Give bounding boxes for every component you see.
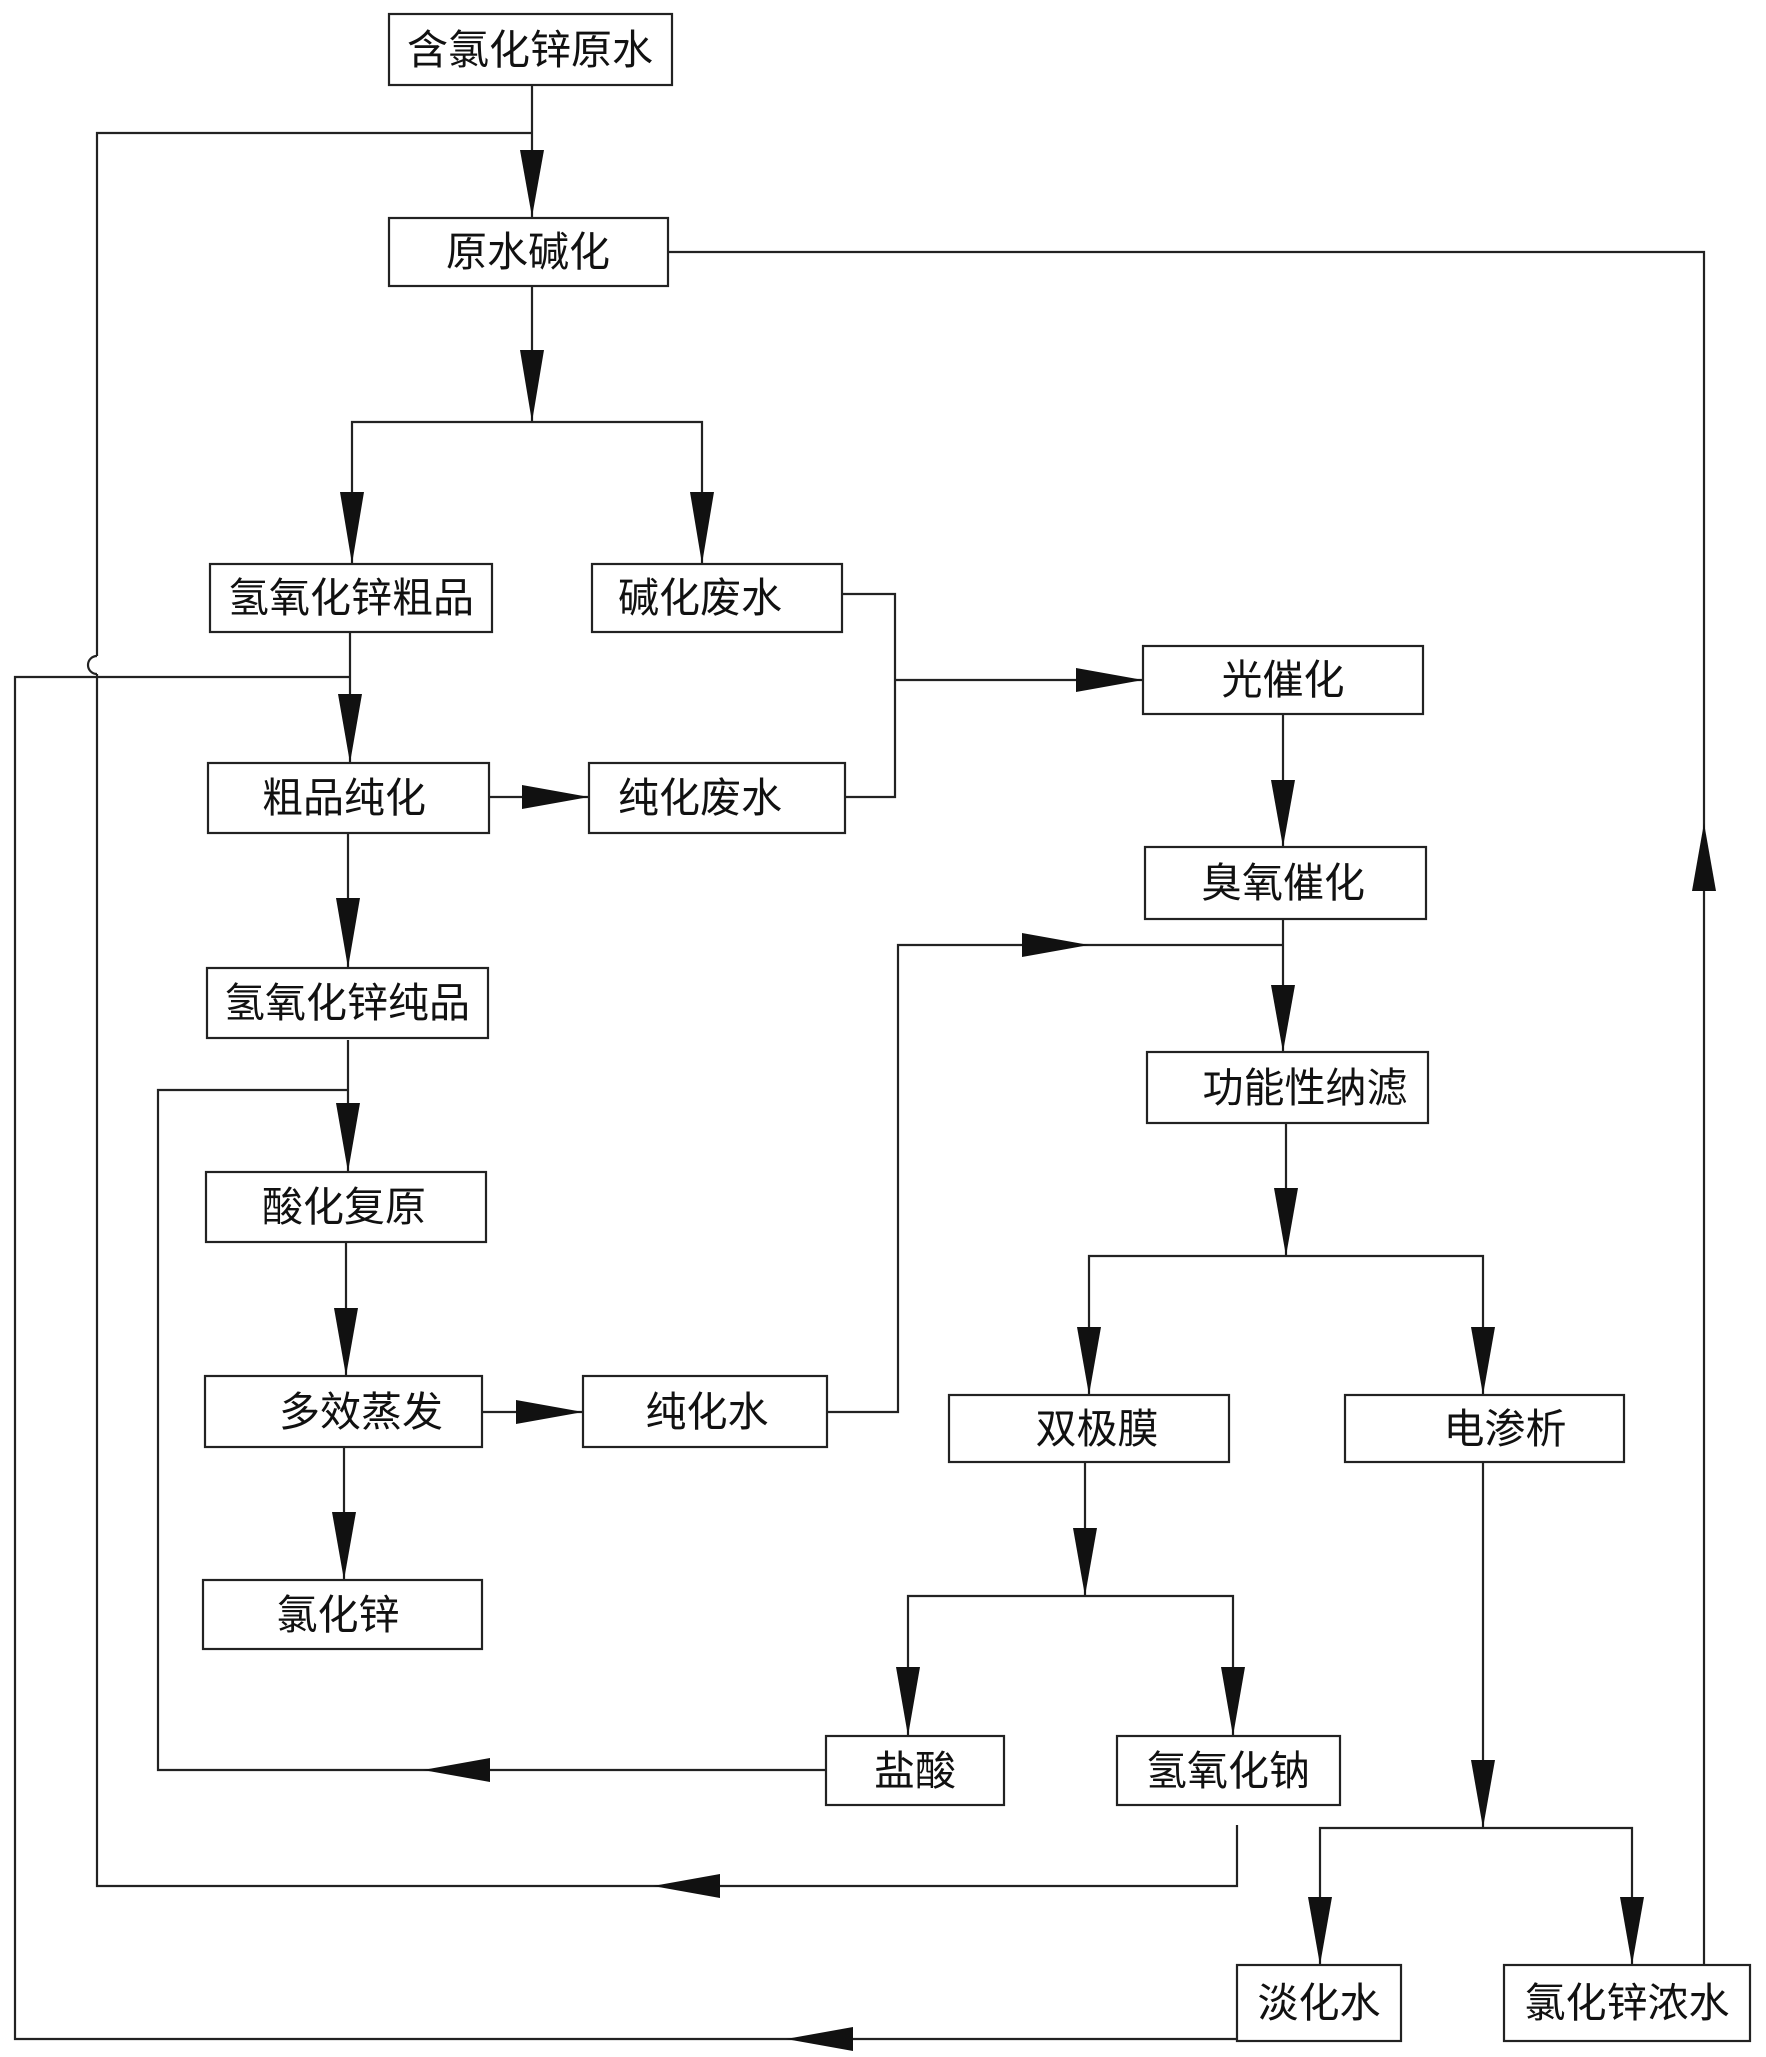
- arrow-down-to-alkalization: [520, 150, 544, 217]
- arrow-down-to-crude: [340, 492, 364, 564]
- arrow-down-to-acid: [336, 1103, 360, 1172]
- svg-text:氢氧化锌粗品: 氢氧化锌粗品: [228, 574, 474, 622]
- node-alkalization: 原水碱化: [387, 216, 670, 288]
- svg-text:原水碱化: 原水碱化: [446, 228, 610, 276]
- arrow-right-to-pure-water: [516, 1400, 583, 1424]
- node-multi-effect-evap: 多效蒸发: [203, 1374, 484, 1449]
- svg-text:碱化废水: 碱化废水: [618, 574, 782, 622]
- arrow-left-desalted-return: [786, 2027, 853, 2051]
- line-desalted-return: [13, 675, 1237, 2041]
- node-purified-water: 纯化水: [581, 1374, 829, 1449]
- arrow-down-to-nf: [1271, 985, 1295, 1052]
- node-functional-nf: 功能性纳滤: [1145, 1050, 1430, 1125]
- node-raw-water: 含氯化锌原水: [387, 12, 674, 87]
- arrow-down-to-hcl: [896, 1667, 920, 1736]
- arrow-down-to-alkali-ww: [690, 492, 714, 564]
- svg-text:双极膜: 双极膜: [1036, 1405, 1159, 1453]
- svg-text:盐酸: 盐酸: [874, 1747, 956, 1795]
- arrow-down-to-desalted: [1308, 1897, 1332, 1965]
- node-ozone-catalysis: 臭氧催化: [1143, 845, 1428, 921]
- svg-text:电渗析: 电渗析: [1444, 1405, 1567, 1453]
- svg-text:纯化废水: 纯化废水: [618, 774, 782, 822]
- node-hcl: 盐酸: [824, 1734, 1006, 1807]
- line-split-bipolar: [906, 1594, 1235, 1736]
- node-zncl-concentrate: 氯化锌浓水: [1502, 1963, 1752, 2043]
- arrow-down-bipolar-split: [1073, 1528, 1097, 1596]
- line-naoh-return: [95, 674, 1239, 1888]
- arrow-right-pure-water-line: [1022, 933, 1089, 957]
- svg-text:氢氧化钠: 氢氧化钠: [1146, 1747, 1310, 1795]
- svg-text:酸化复原: 酸化复原: [262, 1183, 426, 1231]
- node-bipolar-membrane: 双极膜: [947, 1393, 1231, 1464]
- svg-text:功能性纳滤: 功能性纳滤: [1203, 1064, 1408, 1112]
- arrow-down-to-pure: [336, 898, 360, 968]
- svg-text:光催化: 光催化: [1222, 656, 1345, 704]
- svg-text:氯化锌浓水: 氯化锌浓水: [1525, 1979, 1730, 2027]
- node-purify-wastewater: 纯化废水: [587, 761, 847, 835]
- node-electrodialysis: 电渗析: [1343, 1393, 1626, 1464]
- node-acid-reduction: 酸化复原: [204, 1170, 488, 1244]
- node-crude-purification: 粗品纯化: [206, 761, 491, 835]
- svg-text:纯化水: 纯化水: [646, 1388, 769, 1436]
- svg-text:多效蒸发: 多效蒸发: [279, 1388, 443, 1436]
- line-hcl-return: [156, 1088, 826, 1772]
- arrow-down-to-bipolar: [1077, 1327, 1101, 1395]
- svg-text:氢氧化锌纯品: 氢氧化锌纯品: [224, 979, 470, 1027]
- arrow-left-hcl-return: [423, 1758, 490, 1782]
- line-split-ed: [1318, 1826, 1634, 1965]
- arrow-left-naoh-return: [653, 1874, 720, 1898]
- line-split-alkalization: [350, 420, 704, 564]
- line-alkali-ww-out: [842, 592, 897, 799]
- node-crude-zn-oh: 氢氧化锌粗品: [208, 562, 494, 634]
- node-pure-zn-oh: 氢氧化锌纯品: [205, 966, 490, 1040]
- node-photocatalysis: 光催化: [1141, 644, 1425, 716]
- line-concentrate-return: [666, 250, 1706, 1965]
- arrow-down-nf-split: [1274, 1188, 1298, 1256]
- arrow-down-ed-split: [1471, 1760, 1495, 1828]
- arrow-right-to-purify-ww: [522, 785, 589, 809]
- node-naoh: 氢氧化钠: [1115, 1734, 1342, 1807]
- arrow-right-to-photocatalysis: [1076, 668, 1143, 692]
- arrow-down-to-zncl: [332, 1512, 356, 1580]
- svg-text:氯化锌: 氯化锌: [277, 1591, 400, 1639]
- line-split-nf: [1087, 1254, 1485, 1395]
- node-zinc-chloride: 氯化锌: [201, 1578, 484, 1651]
- arrow-down-to-ed: [1471, 1327, 1495, 1395]
- arrow-down-to-evap: [334, 1308, 358, 1376]
- arrow-down-to-concentrate: [1620, 1897, 1644, 1965]
- node-desalted-water: 淡化水: [1235, 1963, 1403, 2043]
- arrow-down-alkalization-split: [520, 350, 544, 422]
- svg-text:臭氧催化: 臭氧催化: [1201, 859, 1365, 907]
- svg-text:淡化水: 淡化水: [1258, 1979, 1381, 2027]
- arrowheads: [332, 150, 1716, 2051]
- arrow-down-to-naoh: [1221, 1667, 1245, 1736]
- line-naoh-return-hop: [86, 654, 98, 676]
- svg-text:粗品纯化: 粗品纯化: [262, 774, 426, 822]
- svg-text:含氯化锌原水: 含氯化锌原水: [407, 26, 653, 74]
- line-naoh-return-top: [95, 131, 532, 656]
- arrow-up-concentrate-return: [1692, 823, 1716, 891]
- arrow-down-to-purify: [338, 694, 362, 763]
- node-alkali-wastewater: 碱化废水: [590, 562, 844, 634]
- arrow-down-to-ozone: [1271, 780, 1295, 847]
- line-pure-water-to-nf: [827, 943, 1283, 1414]
